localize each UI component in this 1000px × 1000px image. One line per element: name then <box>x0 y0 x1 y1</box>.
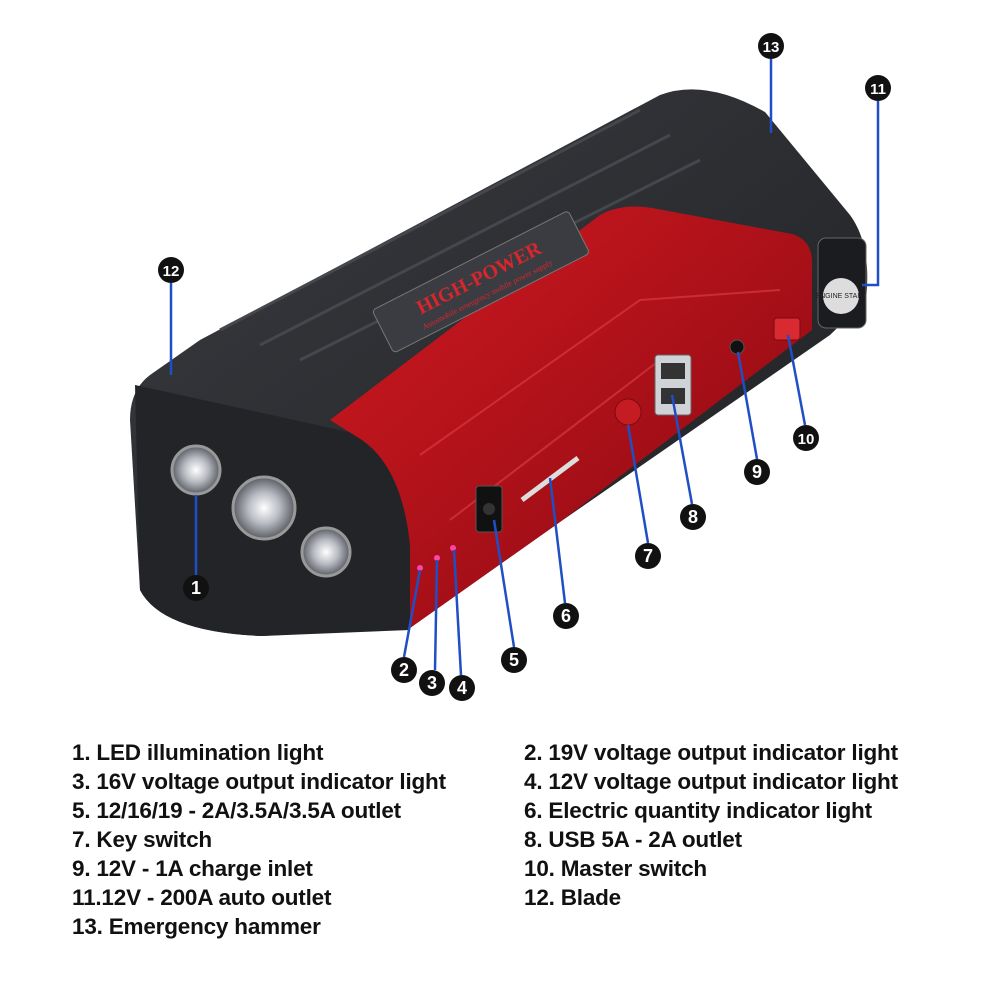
key-switch <box>614 398 642 426</box>
callout-marker-1: 1 <box>183 575 209 601</box>
callout-marker-3: 3 <box>419 670 445 696</box>
callout-marker-10: 10 <box>793 425 819 451</box>
callout-marker-2: 2 <box>391 657 417 683</box>
callout-marker-6: 6 <box>553 603 579 629</box>
callout-number: 10 <box>798 431 815 448</box>
callout-number: 6 <box>561 606 571 626</box>
engine-start-label: ENGINE START <box>815 293 867 300</box>
callout-number: 12 <box>163 263 180 280</box>
legend-left-column: 1. LED illumination light 3. 16V voltage… <box>72 738 446 941</box>
callout-marker-9: 9 <box>744 459 770 485</box>
legend-item: 9. 12V - 1A charge inlet <box>72 856 313 881</box>
callout-marker-7: 7 <box>635 543 661 569</box>
callout-number: 3 <box>427 673 437 693</box>
legend-item: 11.12V - 200A auto outlet <box>72 885 332 910</box>
callout-number: 4 <box>457 678 467 698</box>
callout-number: 9 <box>752 462 762 482</box>
callout-number: 8 <box>688 507 698 527</box>
callout-marker-4: 4 <box>449 675 475 701</box>
legend-item: 8. USB 5A - 2A outlet <box>524 827 742 852</box>
legend-item: 12. Blade <box>524 885 622 910</box>
callout-number: 7 <box>643 546 653 566</box>
callout-number: 1 <box>191 578 201 598</box>
legend-item: 4. 12V voltage output indicator light <box>524 769 898 794</box>
legend-item: 7. Key switch <box>72 827 212 852</box>
legend-item: 5. 12/16/19 - 2A/3.5A/3.5A outlet <box>72 798 401 823</box>
charge-inlet <box>729 339 745 355</box>
legend-item: 6. Electric quantity indicator light <box>524 798 872 823</box>
callout-marker-13: 13 <box>758 33 784 59</box>
master-switch <box>773 317 801 341</box>
legend-item: 2. 19V voltage output indicator light <box>524 740 898 765</box>
legend-right-column: 2. 19V voltage output indicator light 4.… <box>524 738 898 912</box>
callout-marker-5: 5 <box>501 647 527 673</box>
callout-marker-11: 11 <box>865 75 891 101</box>
led-lights <box>170 444 352 578</box>
callout-marker-8: 8 <box>680 504 706 530</box>
callout-number: 5 <box>509 650 519 670</box>
ports: ENGINE START <box>417 237 867 571</box>
callout-marker-12: 12 <box>158 257 184 283</box>
callout-number: 2 <box>399 660 409 680</box>
legend-item: 3. 16V voltage output indicator light <box>72 769 446 794</box>
callout-number: 11 <box>870 81 886 98</box>
callout-lines <box>169 59 880 676</box>
legend-item: 13. Emergency hammer <box>72 914 321 939</box>
legend-item: 10. Master switch <box>524 856 707 881</box>
callout-number: 13 <box>763 39 780 56</box>
legend-item: 1. LED illumination light <box>72 740 324 765</box>
